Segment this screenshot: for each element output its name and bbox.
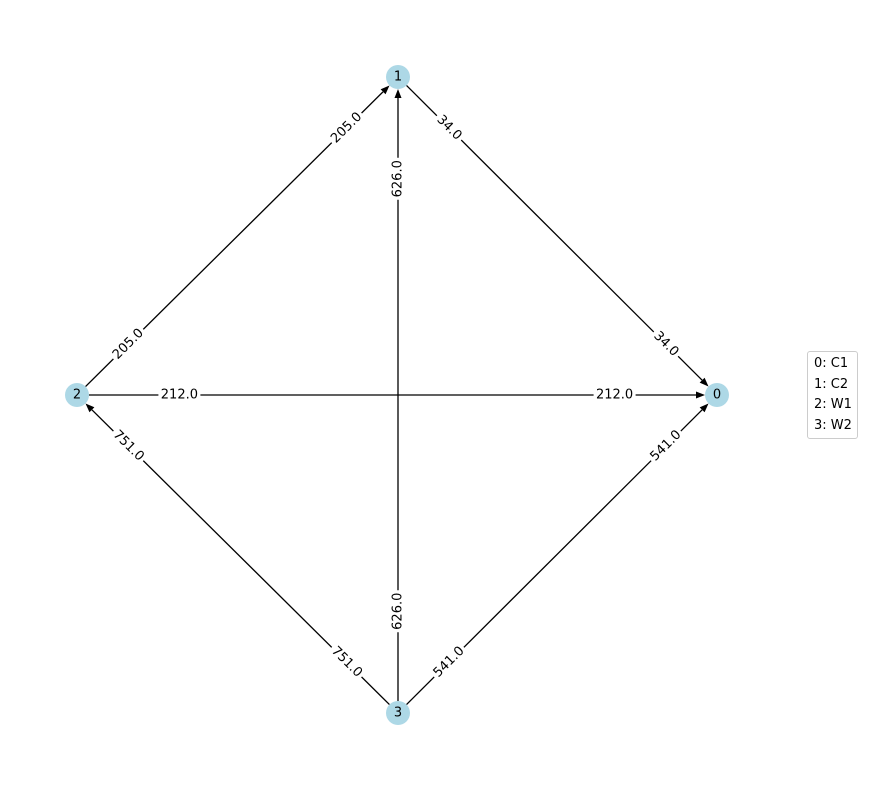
svg-text:541.0: 541.0	[431, 644, 468, 681]
svg-text:626.0: 626.0	[391, 160, 406, 197]
arrowhead-2-1	[380, 85, 390, 95]
svg-text:212.0: 212.0	[596, 388, 633, 403]
node-2: 2	[65, 383, 89, 407]
node-label-3: 3	[394, 706, 402, 721]
arrowhead-3-0	[699, 403, 709, 413]
svg-text:205.0: 205.0	[110, 326, 147, 363]
node-label-0: 0	[713, 388, 721, 403]
node-label-1: 1	[394, 70, 402, 85]
svg-text:751.0: 751.0	[110, 427, 147, 464]
legend-item-c1: 0: C1	[814, 356, 849, 371]
edge-label-3-2-end: 751.0	[107, 425, 149, 467]
node-circle-0	[705, 383, 729, 407]
edge-label-3-1-end: 626.0	[390, 157, 406, 200]
svg-text:626.0: 626.0	[391, 593, 406, 630]
arrowhead-3-1	[394, 89, 402, 98]
edge-label-3-0-start: 541.0	[428, 641, 470, 683]
legend-item-w1: 2: W1	[814, 397, 852, 412]
edge-label-3-0-end: 541.0	[645, 425, 687, 467]
node-circle-1	[386, 65, 410, 89]
legend-item-w2: 3: W2	[814, 417, 852, 433]
node-1: 1	[386, 65, 410, 89]
arrowhead-3-2	[85, 403, 95, 413]
edge-label-2-1-end: 205.0	[326, 107, 368, 149]
edge-label-3-2-start: 751.0	[326, 641, 368, 683]
legend-item-c2: 1: C2	[814, 376, 849, 392]
edge-label-3-1-start: 626.0	[390, 590, 406, 633]
node-circle-2	[65, 383, 89, 407]
node-circle-3	[386, 701, 410, 725]
node-label-2: 2	[73, 388, 81, 403]
svg-text:751.0: 751.0	[328, 644, 365, 681]
arrowhead-2-0	[696, 391, 705, 399]
node-0: 0	[705, 383, 729, 407]
edge-label-2-1-start: 205.0	[107, 323, 149, 365]
edge-label-2-0-start: 212.0	[158, 387, 201, 403]
svg-text:541.0: 541.0	[647, 427, 684, 464]
node-3: 3	[386, 701, 410, 725]
edge-label-2-0-end: 212.0	[593, 387, 636, 403]
nodes-layer: 0 1 2 3	[65, 65, 729, 725]
svg-text:212.0: 212.0	[161, 388, 198, 403]
svg-text:205.0: 205.0	[328, 109, 365, 146]
legend: 0: C1 1: C2 2: W1 3: W2	[807, 351, 858, 439]
arrowhead-1-0	[699, 377, 709, 387]
